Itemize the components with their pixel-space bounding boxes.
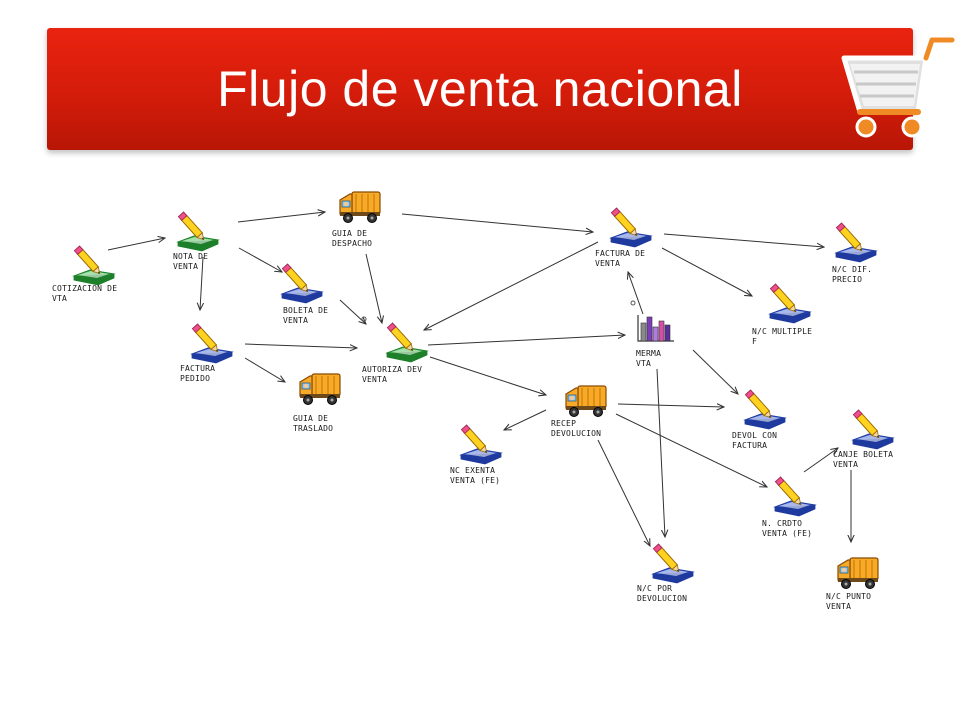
flow-arrow-recep-to-nc_crdto (615, 413, 767, 487)
flow-arrow-guia_desp-to-factura (401, 213, 593, 232)
flow-arrow-cotizacion-to-nota (107, 238, 165, 251)
document-edit-icon (385, 322, 429, 363)
flow-arrow-recep-to-nc_devol (597, 439, 650, 546)
node-label-nc-punto: N/C PUNTO VENTA (826, 592, 872, 611)
junction-marker (630, 300, 636, 306)
bar-chart-icon (637, 315, 674, 342)
node-label-nc-mult: N/C MULTIPLE F (752, 327, 813, 346)
flow-arrow-nota-to-fact_pedido (200, 256, 203, 310)
node-label-recep: RECEP DEVOLUCION (551, 419, 602, 438)
flow-arrow-autoriza-to-merma (427, 335, 625, 346)
document-edit-icon (459, 424, 503, 465)
flow-arrow-factura-to-nc_dif (663, 233, 824, 247)
document-edit-icon (280, 263, 324, 304)
flow-arrow-merma-to-devol_fact (692, 349, 738, 394)
flow-arrow-guia_desp-to-autoriza (365, 253, 382, 323)
flow-arrow-recep-to-nc_exenta (504, 409, 547, 430)
flow-arrow-factura-to-nc_mult (661, 247, 752, 296)
node-label-factura: FACTURA DE VENTA (595, 249, 646, 268)
truck-icon (837, 557, 879, 589)
node-label-merma: MERMA VTA (636, 349, 662, 368)
diagram-edges (107, 212, 851, 546)
flow-arrow-fact_pedido-to-guia_tras (244, 357, 285, 382)
document-edit-icon (834, 222, 878, 263)
truck-icon (299, 373, 341, 405)
flow-arrow-merma-to-nc_devol (656, 368, 665, 537)
document-edit-icon (743, 389, 787, 430)
document-edit-icon (773, 476, 817, 517)
node-label-guia-tras: GUIA DE TRASLADO (293, 414, 334, 433)
junction-marker (361, 316, 367, 322)
shopping-cart-icon (841, 36, 957, 138)
node-label-fact-pedido: FACTURA PEDIDO (180, 364, 216, 383)
flow-arrow-factura-to-autoriza (424, 241, 599, 330)
node-label-nc-crdto: N. CRDTO VENTA (FE) (762, 519, 813, 538)
flow-arrow-nc_crdto-to-canje (803, 448, 838, 473)
node-label-nc-devol: N/C POR DEVOLUCION (637, 584, 688, 603)
truck-icon (565, 385, 607, 417)
flow-arrow-autoriza-to-recep (429, 356, 546, 395)
flow-arrow-nota-to-boleta (238, 247, 282, 272)
node-label-nota: NOTA DE VENTA (173, 252, 209, 271)
node-label-guia-desp: GUIA DE DESPACHO (332, 229, 373, 248)
document-edit-icon (651, 543, 695, 584)
node-label-nc-dif: N/C DIF. PRECIO (832, 265, 873, 284)
flow-arrow-recep-to-devol_fact (617, 404, 724, 407)
node-label-cotizacion: COTIZACION DE VTA (52, 284, 118, 303)
flow-arrow-merma-to-factura (628, 272, 644, 315)
document-edit-icon (768, 283, 812, 324)
node-label-canje: CANJE BOLETA VENTA (833, 450, 894, 469)
title-banner (47, 28, 913, 150)
slide-title: Flujo de venta nacional (217, 61, 743, 117)
document-edit-icon (176, 211, 220, 252)
document-edit-icon (72, 245, 116, 286)
document-edit-icon (609, 207, 653, 248)
node-label-boleta: BOLETA DE VENTA (283, 306, 329, 325)
document-edit-icon (190, 323, 234, 364)
node-label-autoriza: AUTORIZA DEV VENTA (362, 365, 423, 384)
flow-arrow-nota-to-guia_desp (237, 212, 325, 223)
diagram-icons (72, 191, 895, 589)
document-edit-icon (851, 409, 895, 450)
node-label-nc-exenta: NC EXENTA VENTA (FE) (450, 466, 501, 485)
truck-icon (339, 191, 381, 223)
flow-arrow-boleta-to-autoriza (339, 299, 366, 324)
node-label-devol-fact: DEVOL CON FACTURA (732, 431, 778, 450)
flow-arrow-fact_pedido-to-autoriza (244, 343, 357, 348)
